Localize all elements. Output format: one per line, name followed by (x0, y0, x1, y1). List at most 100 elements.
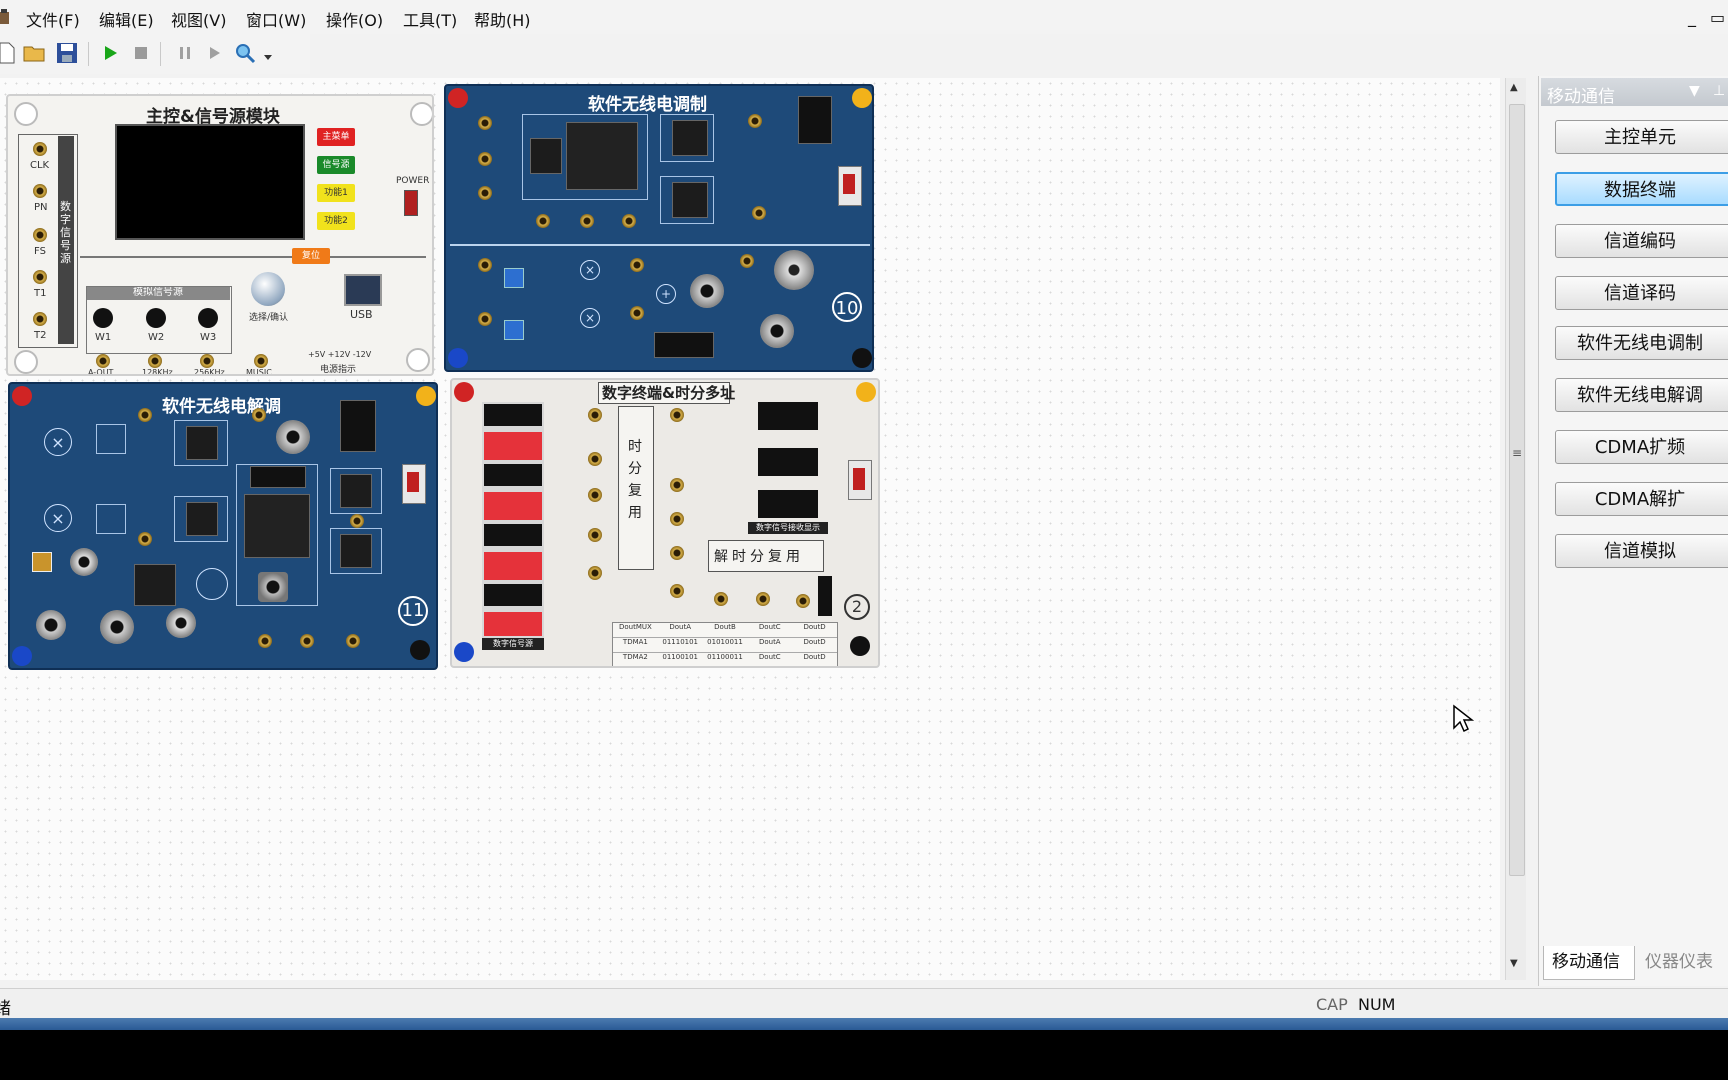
connector[interactable] (166, 608, 196, 638)
t1-jack[interactable] (33, 270, 47, 284)
128khz-jack[interactable] (148, 354, 162, 368)
dip-switch[interactable] (484, 464, 542, 486)
jack[interactable] (346, 634, 360, 648)
header-connector[interactable] (818, 576, 832, 616)
jack[interactable] (756, 592, 770, 606)
jack[interactable] (580, 214, 594, 228)
jack[interactable] (630, 258, 644, 272)
red-terminal[interactable] (454, 382, 474, 402)
t2-jack[interactable] (33, 312, 47, 326)
reset-button[interactable]: 复位 (292, 248, 330, 264)
menu-file[interactable]: 文件(F) (26, 11, 80, 30)
yellow-terminal[interactable] (856, 382, 876, 402)
256khz-jack[interactable] (200, 354, 214, 368)
jack[interactable] (588, 566, 602, 580)
dip-switch[interactable] (484, 404, 542, 426)
potentiometer[interactable] (504, 320, 524, 340)
scroll-down-icon[interactable]: ▼ (1510, 958, 1518, 969)
black-terminal[interactable] (410, 640, 430, 660)
switch-lever[interactable] (853, 468, 865, 490)
music-jack[interactable] (254, 354, 268, 368)
bnc-connector[interactable] (760, 314, 794, 348)
restore-button[interactable]: ▭ (1710, 8, 1726, 27)
menu-window[interactable]: 窗口(W) (246, 11, 307, 30)
zoom-icon[interactable] (232, 40, 258, 66)
jack[interactable] (630, 306, 644, 320)
jack[interactable] (588, 528, 602, 542)
jack[interactable] (536, 214, 550, 228)
blue-terminal[interactable] (12, 646, 32, 666)
btn-data-terminal[interactable]: 数据终端 (1555, 172, 1728, 206)
jack[interactable] (622, 214, 636, 228)
menu-view[interactable]: 视图(V) (171, 11, 227, 30)
jack[interactable] (478, 186, 492, 200)
switch-lever[interactable] (843, 174, 855, 194)
black-terminal[interactable] (850, 636, 870, 656)
dip-switch[interactable] (484, 492, 542, 520)
jack[interactable] (138, 532, 152, 546)
tab-instruments[interactable]: 仪器仪表 (1645, 952, 1713, 972)
jack[interactable] (588, 452, 602, 466)
scroll-up-icon[interactable]: ▲ (1510, 82, 1518, 93)
aout-jack[interactable] (96, 354, 110, 368)
red-terminal[interactable] (448, 88, 468, 108)
panel-pin-icon[interactable]: ⊥ (1713, 83, 1726, 99)
black-terminal[interactable] (852, 348, 872, 368)
w2-knob[interactable] (146, 308, 166, 328)
btn-channel-encoding[interactable]: 信道编码 (1555, 224, 1728, 258)
power-switch[interactable] (404, 190, 418, 216)
antenna-connector[interactable] (774, 250, 814, 290)
dip-switch[interactable] (484, 432, 542, 460)
minimize-button[interactable]: _ (1688, 8, 1696, 27)
signal-source-button[interactable]: 信号源 (317, 156, 355, 174)
tab-mobile-comm[interactable]: 移动通信 (1543, 946, 1635, 980)
bnc-connector[interactable] (36, 610, 66, 640)
menu-operate[interactable]: 操作(O) (326, 11, 384, 30)
clk-jack[interactable] (33, 142, 47, 156)
connector[interactable] (70, 548, 98, 576)
jack[interactable] (670, 512, 684, 526)
switch-lever[interactable] (407, 472, 419, 492)
jack[interactable] (588, 488, 602, 502)
run-icon[interactable] (98, 40, 124, 66)
header-connector[interactable] (654, 332, 714, 358)
dip-switch[interactable] (484, 612, 542, 636)
module-main-control[interactable]: 主控&信号源模块 主菜单 信号源 功能1 功能2 POWER 数字信号源 CLK… (6, 94, 434, 376)
usb-port[interactable] (344, 274, 382, 306)
jack[interactable] (670, 546, 684, 560)
bnc-connector[interactable] (690, 274, 724, 308)
vertical-scrollbar[interactable]: ▲ ≡ ▼ (1505, 78, 1526, 980)
select-knob[interactable] (251, 272, 285, 306)
jack[interactable] (138, 408, 152, 422)
jack[interactable] (670, 584, 684, 598)
yellow-terminal[interactable] (416, 386, 436, 406)
jack[interactable] (478, 116, 492, 130)
bnc-connector[interactable] (276, 420, 310, 454)
module-sdr-modulation[interactable]: 软件无线电调制 × (444, 84, 874, 372)
jack[interactable] (300, 634, 314, 648)
jack[interactable] (740, 254, 754, 268)
menu-help[interactable]: 帮助(H) (474, 11, 531, 30)
jack[interactable] (252, 408, 266, 422)
btn-channel-simulation[interactable]: 信道模拟 (1555, 534, 1728, 568)
blue-terminal[interactable] (448, 348, 468, 368)
stop-icon[interactable] (128, 40, 154, 66)
dip-switch[interactable] (484, 524, 542, 546)
jack[interactable] (714, 592, 728, 606)
jack[interactable] (350, 514, 364, 528)
fs-jack[interactable] (33, 228, 47, 242)
jack[interactable] (478, 258, 492, 272)
btn-sdr-demodulation[interactable]: 软件无线电解调 (1555, 378, 1728, 412)
jack[interactable] (670, 408, 684, 422)
new-file-icon[interactable] (0, 40, 20, 66)
jack[interactable] (752, 206, 766, 220)
menu-edit[interactable]: 编辑(E) (99, 11, 154, 30)
function1-button[interactable]: 功能1 (317, 184, 355, 202)
red-terminal[interactable] (12, 386, 32, 406)
save-icon[interactable] (54, 40, 80, 66)
step-icon[interactable] (202, 40, 228, 66)
btn-sdr-modulation[interactable]: 软件无线电调制 (1555, 326, 1728, 360)
panel-dropdown-icon[interactable]: ▼ (1689, 83, 1700, 99)
pause-icon[interactable] (172, 40, 198, 66)
jack[interactable] (670, 478, 684, 492)
